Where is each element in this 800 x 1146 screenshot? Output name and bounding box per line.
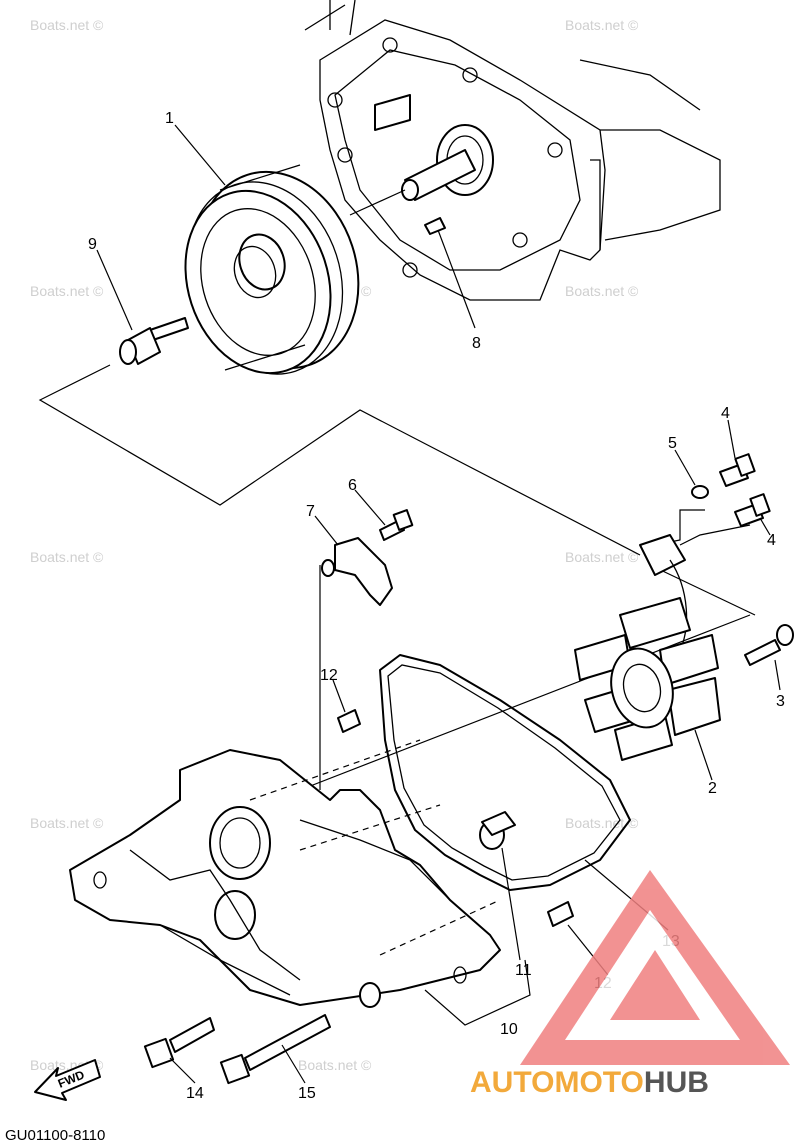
dowel-pin-12 — [547, 901, 574, 927]
callout-5: 5 — [668, 435, 677, 452]
callout-11: 11 — [515, 962, 532, 979]
bolt-4-upper — [719, 453, 756, 487]
watermark-text: Boats.net © — [565, 283, 639, 299]
bolt-14 — [143, 1017, 215, 1069]
washer-5 — [691, 485, 709, 499]
callout-8: 8 — [472, 335, 481, 352]
gasket-13 — [379, 654, 631, 891]
diagram-code: GU01100-8110 — [5, 1127, 105, 1144]
callout-10: 10 — [500, 1021, 518, 1038]
leader-line — [437, 229, 476, 329]
callout-3: 3 — [776, 693, 785, 710]
watermark-text: Boats.net © — [565, 815, 639, 831]
watermark-text: Boats.net © — [30, 549, 104, 565]
watermark-text: Boats.net © — [30, 815, 104, 831]
callout-labels: 1 2 3 4 4 5 6 7 8 9 10 11 12 12 13 14 15 — [88, 110, 785, 1102]
stator-assembly — [574, 534, 721, 761]
bolt-9 — [119, 317, 189, 365]
engine-block — [304, 0, 721, 301]
assembly-outline — [38, 364, 641, 556]
lead-holder-7 — [334, 537, 393, 606]
brand-wordmark: AUTOMOTOHUB — [470, 1066, 709, 1099]
watermark-text: Boats.net © — [565, 549, 639, 565]
callout-2: 2 — [708, 780, 717, 797]
callout-15: 15 — [298, 1085, 316, 1102]
brand-name-part2: HUB — [644, 1066, 709, 1099]
bolt-4-lower — [734, 493, 771, 527]
crankcase-cover-10 — [69, 739, 501, 1008]
watermark-text: Boats.net © — [298, 1057, 372, 1073]
callout-7: 7 — [306, 503, 315, 520]
fwd-arrow: FWD — [34, 1059, 101, 1101]
dowel-11 — [479, 811, 516, 850]
brand-name-part1: AUTOMOTO — [470, 1066, 644, 1099]
callout-12-upper: 12 — [320, 667, 338, 684]
watermark-text: Boats.net © — [30, 17, 104, 33]
bolt-3 — [744, 624, 794, 666]
bolt-6 — [379, 509, 414, 541]
callout-4-upper: 4 — [721, 405, 730, 422]
callout-4-lower: 4 — [767, 532, 776, 549]
bolt-15 — [219, 1014, 331, 1085]
watermark-text: Boats.net © — [565, 17, 639, 33]
callout-9: 9 — [88, 236, 97, 253]
watermark-text: Boats.net © — [30, 283, 104, 299]
dowel-pin-12 — [337, 709, 361, 733]
callout-6: 6 — [348, 477, 357, 494]
callout-14: 14 — [186, 1085, 204, 1102]
callout-1: 1 — [165, 110, 174, 127]
flywheel-rotor — [184, 164, 360, 375]
brand-logo-icon — [520, 870, 790, 1065]
